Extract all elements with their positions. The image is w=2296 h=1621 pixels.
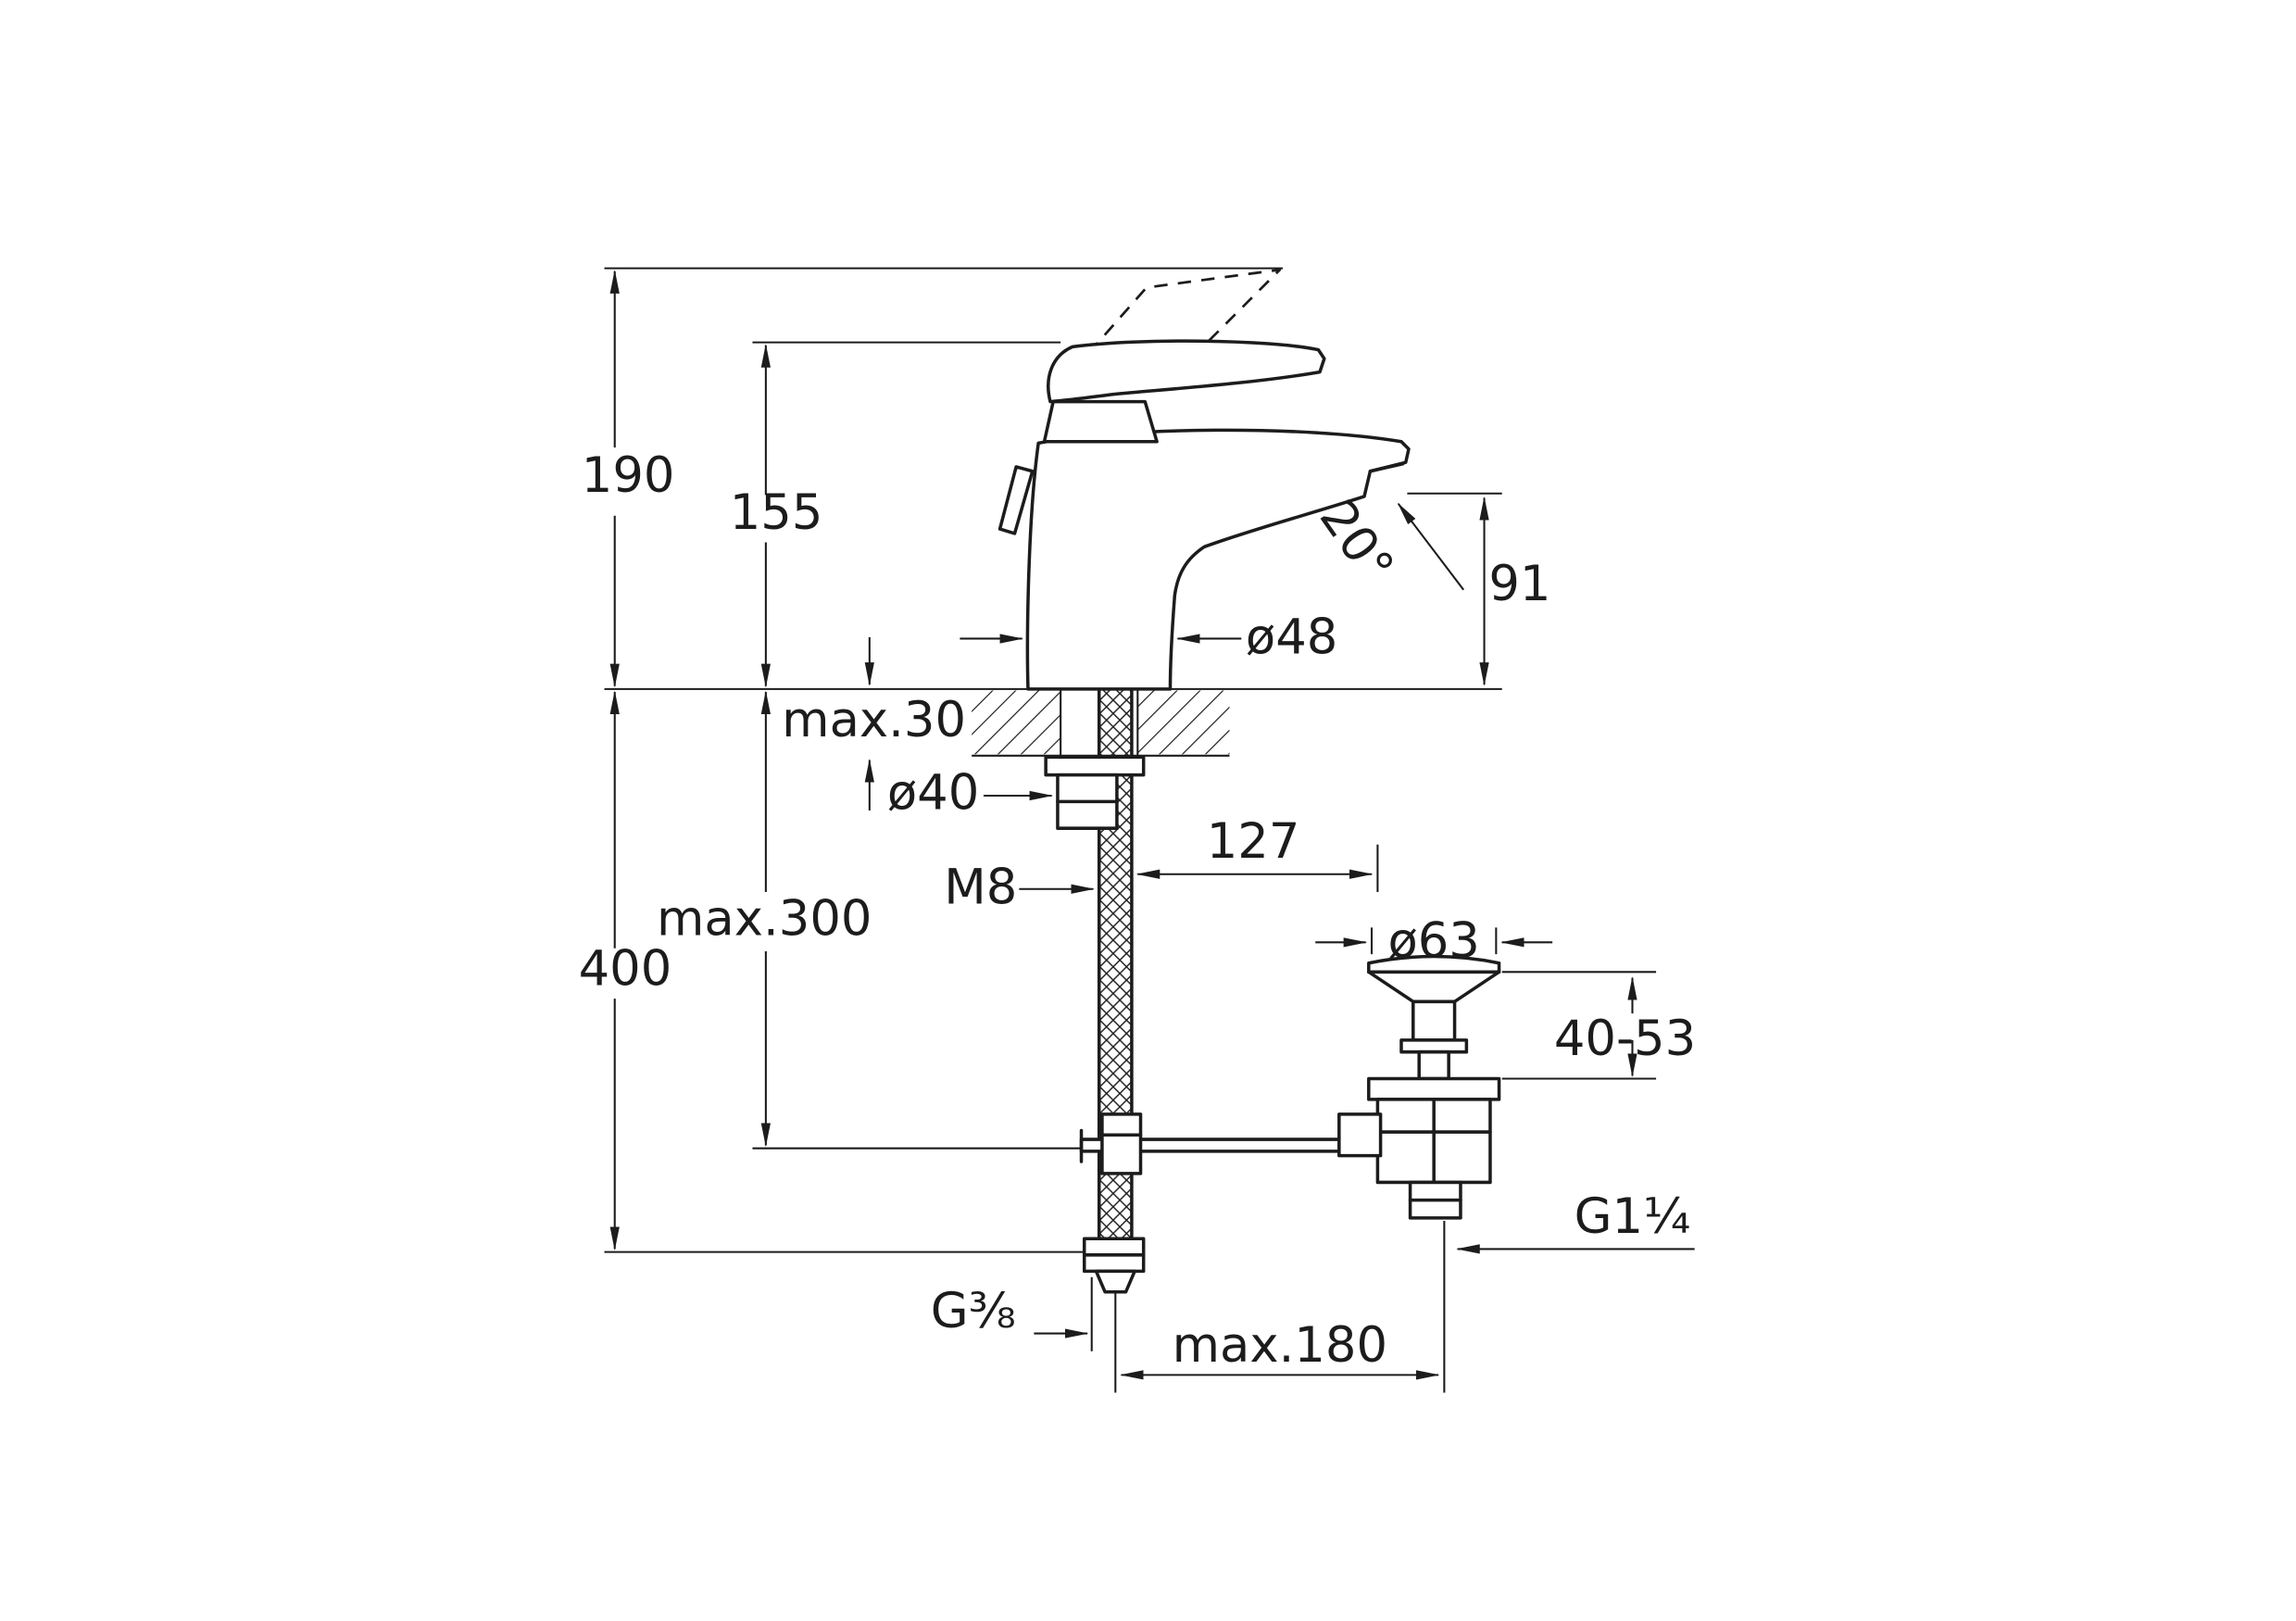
label-supply-length: 400 <box>579 941 672 998</box>
label-spout-reach: 127 <box>1207 813 1300 870</box>
label-overall-height: 190 <box>582 447 675 504</box>
dimension-labels: 190 155 max.30 ø40 M8 max.300 400 ø48 20… <box>579 447 1697 1374</box>
waste-plug-cone <box>1367 970 1501 1004</box>
label-hose-drop: max.300 <box>657 890 872 947</box>
counter-hatch-left <box>972 690 1061 755</box>
hose-nipple <box>1094 1269 1136 1294</box>
label-hole-diameter: ø40 <box>887 764 979 821</box>
label-spout-height: 91 <box>1488 556 1550 612</box>
pop-up-knob <box>997 465 1035 535</box>
waste-plug-stem <box>1411 999 1457 1042</box>
waste-stem-lower <box>1417 1049 1450 1081</box>
label-deck-thickness: max.30 <box>782 692 966 748</box>
rod-clevis <box>1100 1112 1143 1175</box>
handle-lever <box>1047 339 1326 404</box>
supply-hose <box>1044 687 1363 1294</box>
waste-stem-flange <box>1399 1038 1469 1054</box>
waste-plug-flange <box>1367 954 1501 974</box>
aerator-line <box>1368 461 1405 473</box>
countertop <box>972 688 1230 757</box>
waste-body-rim <box>1367 1076 1501 1101</box>
label-rod-reach: max.180 <box>1173 1317 1387 1374</box>
label-stud-thread: M8 <box>944 860 1017 916</box>
label-handle-height: 155 <box>730 484 823 541</box>
label-waste-flange-diameter: ø63 <box>1387 912 1479 969</box>
pop-up-waste <box>1337 954 1501 1220</box>
dim-angle-leader <box>1397 502 1464 591</box>
faucet-body <box>1025 428 1411 691</box>
mounting-washer <box>1044 755 1146 777</box>
waste-ball-joint-nut <box>1337 1112 1383 1158</box>
label-waste-height-range: 40-53 <box>1554 1011 1696 1067</box>
handle-raised-outline <box>1056 268 1282 390</box>
dimension-lines <box>609 270 1695 1380</box>
cartridge-dome <box>1042 399 1159 444</box>
faucet <box>997 268 1411 691</box>
label-supply-thread: G⅜ <box>931 1283 1016 1339</box>
label-waste-thread: G1¼ <box>1575 1188 1691 1245</box>
counter-hatch-right <box>1137 690 1230 755</box>
label-base-diameter: ø48 <box>1246 609 1337 665</box>
